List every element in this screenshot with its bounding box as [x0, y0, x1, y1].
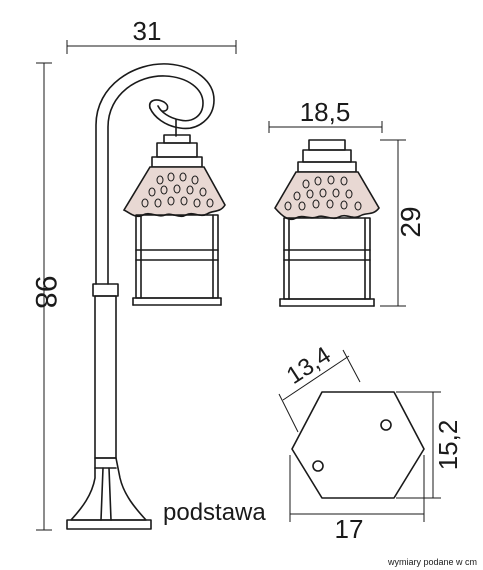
lantern-width-dimension: 18,5 [268, 97, 383, 133]
base-side-dimension: 13,4 [278, 342, 361, 433]
hanging-lantern [122, 134, 226, 306]
mount-hole-upper [380, 419, 392, 431]
base-width-dimension: 17 [289, 455, 425, 544]
arm-width-dimension: 31 [66, 16, 237, 54]
units-note: wymiary podane w cm [387, 557, 477, 567]
lamp-post [66, 63, 215, 530]
arm-width-label: 31 [133, 16, 162, 46]
lantern-detail [274, 139, 380, 307]
total-height-label: 98 [29, 275, 62, 308]
base-height-label: 15,2 [433, 420, 463, 471]
lantern-width-label: 18,5 [300, 97, 351, 127]
lantern-height-label: 29 [395, 206, 426, 237]
lantern-height-dimension: 29 [380, 139, 426, 307]
mount-hole-lower [312, 460, 324, 472]
total-height-dimension: 98 [29, 62, 62, 531]
base-caption: podstawa [163, 499, 266, 526]
base-width-label: 17 [335, 514, 364, 544]
lantern-detail-roof [274, 171, 380, 221]
base-height-dimension: 15,2 [396, 391, 463, 499]
base-plate [291, 391, 425, 499]
